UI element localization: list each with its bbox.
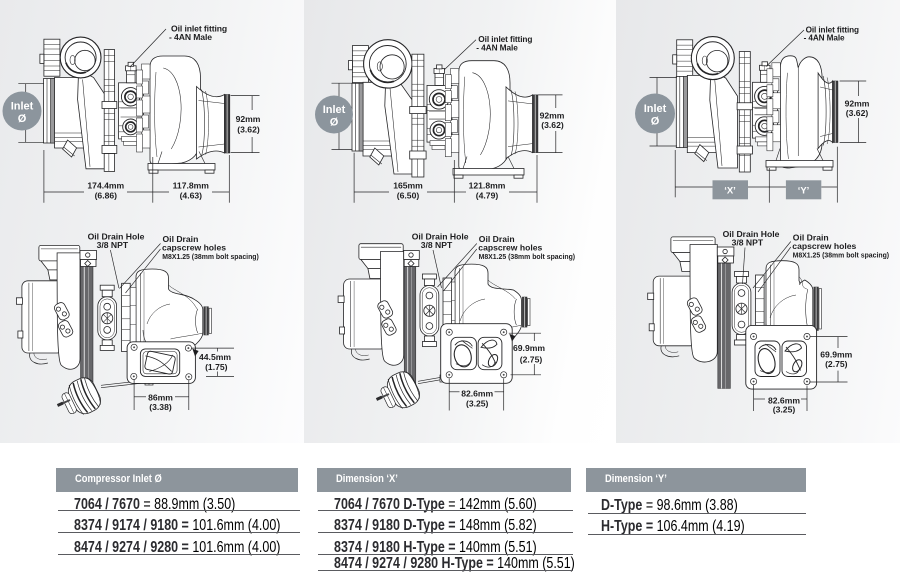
svg-text:Oil Drain: Oil Drain bbox=[163, 234, 199, 244]
svg-text:(3.25): (3.25) bbox=[773, 405, 796, 415]
svg-text:‘X’: ‘X’ bbox=[724, 186, 736, 197]
svg-text:3/8 NPT: 3/8 NPT bbox=[97, 240, 129, 250]
svg-text:capscrew holes: capscrew holes bbox=[162, 243, 226, 253]
svg-text:(4.63): (4.63) bbox=[180, 190, 203, 200]
svg-text:Oil Drain Hole: Oil Drain Hole bbox=[88, 231, 145, 241]
svg-text:capscrew holes: capscrew holes bbox=[478, 243, 542, 253]
svg-text:92mm: 92mm bbox=[845, 99, 870, 109]
svg-text:Inlet: Inlet bbox=[11, 101, 34, 113]
svg-text:(1.75): (1.75) bbox=[205, 362, 228, 372]
svg-text:Ø: Ø bbox=[330, 117, 339, 129]
svg-text:174.4mm: 174.4mm bbox=[87, 180, 124, 190]
svg-text:- 4AN Male: - 4AN Male bbox=[804, 34, 845, 43]
svg-text:Oil Drain Hole: Oil Drain Hole bbox=[723, 229, 780, 239]
svg-text:121.8mm: 121.8mm bbox=[469, 180, 506, 190]
svg-text:(3.25): (3.25) bbox=[466, 399, 489, 409]
svg-text:Oil inlet fitting: Oil inlet fitting bbox=[478, 34, 532, 44]
svg-text:165mm: 165mm bbox=[393, 180, 423, 190]
svg-text:(6.50): (6.50) bbox=[397, 190, 420, 200]
svg-text:117.8mm: 117.8mm bbox=[173, 180, 210, 190]
svg-text:92mm: 92mm bbox=[540, 111, 565, 121]
svg-text:(3.62): (3.62) bbox=[541, 120, 564, 130]
svg-text:(3.38): (3.38) bbox=[149, 402, 172, 412]
svg-text:M8X1.25 (38mm bolt spacing): M8X1.25 (38mm bolt spacing) bbox=[162, 254, 258, 261]
svg-text:M8X1.25 (38mm bolt spacing): M8X1.25 (38mm bolt spacing) bbox=[793, 252, 890, 259]
svg-text:92mm: 92mm bbox=[236, 114, 261, 124]
svg-text:69.9mm: 69.9mm bbox=[513, 343, 545, 353]
svg-text:3/8 NPT: 3/8 NPT bbox=[421, 240, 453, 250]
svg-text:86mm: 86mm bbox=[148, 392, 173, 402]
svg-text:Inlet: Inlet bbox=[644, 103, 667, 115]
svg-text:- 4AN Male: - 4AN Male bbox=[169, 32, 212, 42]
svg-text:(2.75): (2.75) bbox=[520, 354, 543, 364]
svg-text:(3.62): (3.62) bbox=[237, 125, 260, 135]
svg-text:Oil inlet fitting: Oil inlet fitting bbox=[806, 25, 859, 34]
svg-text:M8X1.25 (38mm bolt spacing): M8X1.25 (38mm bolt spacing) bbox=[479, 254, 575, 261]
svg-text:82.6mm: 82.6mm bbox=[461, 388, 493, 398]
svg-text:Oil Drain: Oil Drain bbox=[479, 234, 515, 244]
svg-text:Oil Drain Hole: Oil Drain Hole bbox=[412, 231, 469, 241]
svg-text:Inlet: Inlet bbox=[323, 104, 346, 116]
svg-text:44.5mm: 44.5mm bbox=[199, 352, 231, 362]
svg-text:Ø: Ø bbox=[18, 113, 27, 125]
svg-text:(4.79): (4.79) bbox=[476, 190, 499, 200]
svg-text:(6.86): (6.86) bbox=[95, 190, 118, 200]
svg-text:(2.75): (2.75) bbox=[825, 359, 848, 369]
svg-text:capscrew holes: capscrew holes bbox=[792, 241, 856, 251]
svg-text:- 4AN Male: - 4AN Male bbox=[476, 42, 518, 52]
svg-text:3/8 NPT: 3/8 NPT bbox=[732, 238, 764, 248]
svg-text:(3.62): (3.62) bbox=[846, 108, 869, 118]
svg-text:Ø: Ø bbox=[651, 116, 660, 128]
svg-text:‘Y’: ‘Y’ bbox=[798, 186, 810, 197]
svg-text:69.9mm: 69.9mm bbox=[820, 349, 852, 359]
svg-text:Oil inlet fitting: Oil inlet fitting bbox=[171, 24, 227, 34]
svg-text:82.6mm: 82.6mm bbox=[768, 395, 800, 405]
svg-text:Oil Drain: Oil Drain bbox=[793, 232, 829, 242]
